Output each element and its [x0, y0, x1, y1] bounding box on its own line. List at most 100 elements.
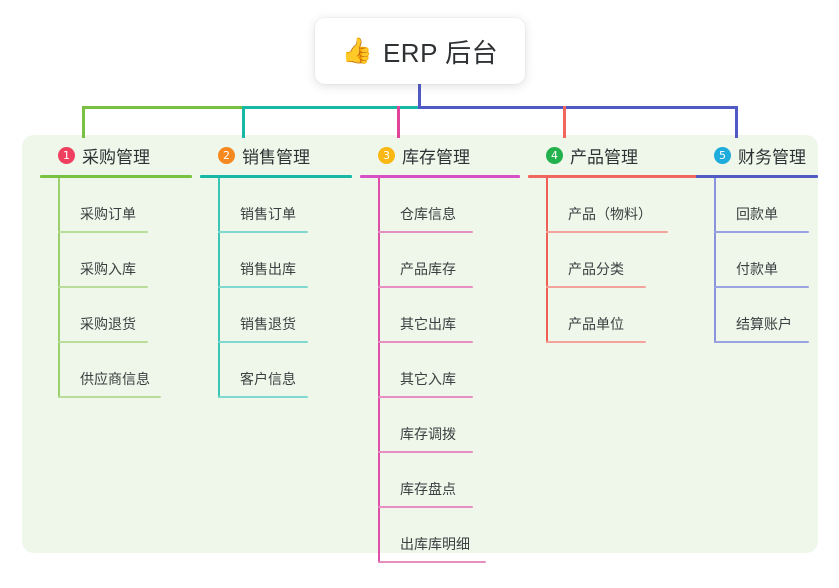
leaf-item[interactable]: 销售退货: [218, 288, 352, 343]
column-header-rule-finance: [696, 175, 818, 178]
leaf-item[interactable]: 其它出库: [378, 288, 520, 343]
leaf-item-rule: [58, 286, 148, 288]
column-badge-purchase: 1: [58, 146, 75, 164]
column-title-sales: 销售管理: [242, 147, 310, 167]
leaf-item-label: 其它入库: [400, 371, 456, 387]
leaf-item[interactable]: 销售订单: [218, 178, 352, 233]
leaf-item-rule: [378, 231, 473, 233]
diagram-panel: [22, 135, 818, 553]
leaf-item[interactable]: 采购退货: [58, 288, 192, 343]
leaf-item-label: 库存调拨: [400, 426, 456, 442]
leaf-item-label: 库存盘点: [400, 481, 456, 497]
column-spine-sales: [218, 178, 220, 398]
leaf-item-label: 销售订单: [240, 206, 296, 222]
drop-connector-purchase: [82, 106, 85, 138]
thumbs-up-icon: 👍: [341, 36, 373, 65]
leaf-item-rule: [58, 341, 148, 343]
root-node-title: ERP 后台: [382, 37, 499, 68]
column-body-finance: 回款单付款单结算账户: [696, 178, 818, 343]
column-spine-product: [546, 178, 548, 343]
leaf-item-rule: [378, 396, 473, 398]
leaf-item-rule: [546, 286, 646, 288]
column-header-rule-purchase: [40, 175, 192, 178]
leaf-item[interactable]: 采购入库: [58, 233, 192, 288]
leaf-item-rule: [378, 286, 473, 288]
column-badge-inventory: 3: [378, 146, 395, 164]
leaf-item[interactable]: 采购订单: [58, 178, 192, 233]
leaf-item[interactable]: 产品库存: [378, 233, 520, 288]
column-sales: 2 销售管理销售订单销售出库销售退货客户信息: [200, 135, 352, 398]
leaf-item-rule: [546, 341, 646, 343]
leaf-item[interactable]: 产品单位: [546, 288, 698, 343]
column-spine-finance: [714, 178, 716, 343]
column-inventory: 3 库存管理仓库信息产品库存其它出库其它入库库存调拨库存盘点出库库明细: [360, 135, 520, 563]
leaf-item-rule: [714, 341, 809, 343]
leaf-item-label: 采购订单: [80, 206, 136, 222]
leaf-item[interactable]: 库存盘点: [378, 453, 520, 508]
drop-connector-product: [563, 106, 566, 138]
column-title-inventory: 库存管理: [402, 147, 470, 167]
leaf-item[interactable]: 回款单: [714, 178, 818, 233]
drop-connector-finance: [735, 106, 738, 138]
leaf-item-rule: [378, 506, 473, 508]
column-title-product: 产品管理: [570, 147, 638, 167]
leaf-item[interactable]: 出库库明细: [378, 508, 520, 563]
leaf-item-rule: [714, 231, 809, 233]
column-purchase: 1 采购管理采购订单采购入库采购退货供应商信息: [40, 135, 192, 398]
column-header-rule-inventory: [360, 175, 520, 178]
column-badge-product: 4: [546, 146, 563, 164]
category-columns: 1 采购管理采购订单采购入库采购退货供应商信息 2 销售管理销售订单销售出库销售退货客…: [22, 135, 818, 563]
leaf-item-label: 客户信息: [240, 371, 296, 387]
leaf-item[interactable]: 客户信息: [218, 343, 352, 398]
column-product: 4 产品管理产品（物料） 产品分类产品单位: [528, 135, 698, 343]
leaf-item-label: 付款单: [736, 261, 778, 277]
leaf-item-label: 结算账户: [736, 316, 792, 332]
column-body-product: 产品（物料） 产品分类产品单位: [528, 178, 698, 343]
column-header-inventory[interactable]: 3 库存管理: [360, 135, 520, 175]
leaf-item-label: 仓库信息: [400, 206, 456, 222]
root-node-card[interactable]: 👍 ERP 后台: [315, 18, 525, 84]
column-header-rule-product: [528, 175, 698, 178]
leaf-item[interactable]: 供应商信息: [58, 343, 192, 398]
leaf-item-rule: [378, 561, 486, 563]
column-badge-sales: 2: [218, 146, 235, 164]
leaf-item[interactable]: 库存调拨: [378, 398, 520, 453]
column-header-purchase[interactable]: 1 采购管理: [40, 135, 192, 175]
leaf-item-rule: [58, 396, 161, 398]
leaf-item-label: 销售出库: [240, 261, 296, 277]
leaf-item-label: 采购入库: [80, 261, 136, 277]
leaf-item-label: 回款单: [736, 206, 778, 222]
column-body-inventory: 仓库信息产品库存其它出库其它入库库存调拨库存盘点出库库明细: [360, 178, 520, 563]
root-stem-connector: [418, 84, 421, 108]
column-header-rule-sales: [200, 175, 352, 178]
column-title-purchase: 采购管理: [82, 147, 150, 167]
leaf-item-label: 产品分类: [568, 261, 624, 277]
column-body-purchase: 采购订单采购入库采购退货供应商信息: [40, 178, 192, 398]
leaf-item-label: 供应商信息: [80, 371, 150, 387]
bus-segment-sales-to-inventory: [242, 106, 420, 109]
column-badge-finance: 5: [714, 146, 731, 164]
leaf-item-rule: [546, 231, 668, 233]
leaf-item-rule: [218, 286, 308, 288]
column-body-sales: 销售订单销售出库销售退货客户信息: [200, 178, 352, 398]
column-header-product[interactable]: 4 产品管理: [528, 135, 698, 175]
leaf-item-rule: [58, 231, 148, 233]
drop-connector-inventory: [397, 106, 400, 138]
leaf-item-label: 产品单位: [568, 316, 624, 332]
leaf-item[interactable]: 产品分类: [546, 233, 698, 288]
leaf-item[interactable]: 结算账户: [714, 288, 818, 343]
leaf-item-label: 其它出库: [400, 316, 456, 332]
column-header-sales[interactable]: 2 销售管理: [200, 135, 352, 175]
leaf-item[interactable]: 其它入库: [378, 343, 520, 398]
leaf-item-label: 销售退货: [240, 316, 296, 332]
leaf-item[interactable]: 仓库信息: [378, 178, 520, 233]
column-spine-purchase: [58, 178, 60, 398]
leaf-item[interactable]: 产品（物料）: [546, 178, 698, 233]
leaf-item-label: 采购退货: [80, 316, 136, 332]
leaf-item-label: 出库库明细: [400, 536, 470, 552]
leaf-item-rule: [378, 451, 473, 453]
leaf-item[interactable]: 付款单: [714, 233, 818, 288]
leaf-item[interactable]: 销售出库: [218, 233, 352, 288]
